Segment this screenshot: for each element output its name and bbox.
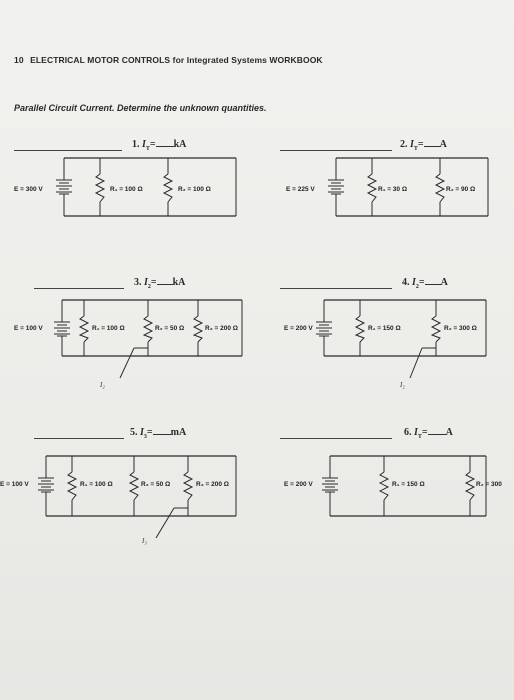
resistor-label-5-r3: R₃ = 200 Ω (196, 481, 229, 488)
resistor-label-4-r1: R₁ = 150 Ω (368, 325, 401, 332)
resistor-label-4-r2: R₂ = 300 Ω (444, 325, 477, 332)
resistor-label-3-r3: R₃ = 200 Ω (205, 325, 238, 332)
problem-6-label: 6. IT=A (404, 427, 453, 440)
answer-line-1[interactable] (14, 150, 122, 151)
resistor-label-6-r2: R₂ = 300 (476, 481, 502, 488)
circuit-2 (328, 157, 489, 217)
resistor-label-6-r1: R₁ = 150 Ω (392, 481, 425, 488)
circuit-5 (38, 455, 237, 539)
current-label-3: I₂ (100, 381, 105, 389)
circuit-4 (316, 299, 487, 379)
circuit-6 (322, 455, 487, 517)
resistor-label-2-r1: R₁ = 30 Ω (378, 186, 408, 193)
resistor-label-3-r1: R₁ = 100 Ω (92, 325, 125, 332)
answer-line-2[interactable] (280, 150, 392, 151)
problem-2-label: 2. IT=A (400, 139, 447, 152)
page-header: 10 ELECTRICAL MOTOR CONTROLS for Integra… (14, 55, 323, 65)
book-title: ELECTRICAL MOTOR CONTROLS for Integrated… (30, 55, 323, 65)
resistor-label-2-r2: R₂ = 90 Ω (446, 186, 476, 193)
section-heading: Parallel Circuit Current. (14, 103, 115, 113)
problem-5-label: 5. I3=mA (130, 427, 187, 440)
source-label-2: E = 225 V (286, 186, 315, 193)
circuit-1 (56, 157, 237, 217)
answer-line-4[interactable] (280, 288, 392, 289)
current-label-5: I₃ (142, 537, 147, 545)
answer-line-6[interactable] (280, 438, 392, 439)
section-title: Parallel Circuit Current. Determine the … (14, 103, 267, 113)
resistor-label-5-r2: R₂ = 50 Ω (141, 481, 171, 488)
source-label-6: E = 200 V (284, 481, 313, 488)
resistor-label-1-r1: R₁ = 100 Ω (110, 186, 143, 193)
answer-line-5[interactable] (34, 438, 124, 439)
circuit-3 (54, 299, 243, 379)
problem-4-label: 4. I2=A (402, 277, 448, 290)
source-label-4: E = 200 V (284, 325, 313, 332)
resistor-label-5-r1: R₁ = 100 Ω (80, 481, 113, 488)
section-instruction: Determine the unknown quantities. (117, 103, 267, 113)
source-label-1: E = 300 V (14, 186, 43, 193)
answer-line-3[interactable] (34, 288, 124, 289)
page-number: 10 (14, 55, 24, 65)
problem-3-label: 3. I2=kA (134, 277, 186, 290)
resistor-label-1-r2: R₂ = 100 Ω (178, 186, 211, 193)
source-label-5: E = 100 V (0, 481, 29, 488)
resistor-label-3-r2: R₂ = 50 Ω (155, 325, 185, 332)
current-label-4: I₂ (400, 381, 405, 389)
problem-1-label: 1. IT=kA (132, 139, 187, 152)
source-label-3: E = 100 V (14, 325, 43, 332)
